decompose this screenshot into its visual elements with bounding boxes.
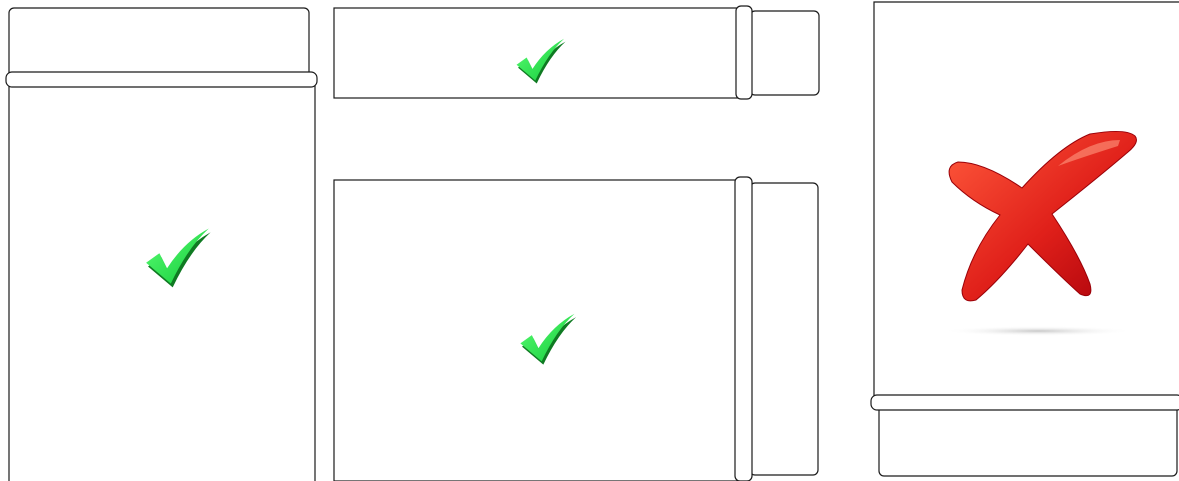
panel-vertical-lid-bottom [871, 2, 1179, 476]
x-shadow [943, 326, 1133, 336]
container-lid [750, 183, 818, 475]
container-lid [9, 8, 309, 78]
panel-horizontal-lid-right-bottom [334, 177, 818, 481]
green-check-icon [146, 229, 211, 288]
container-lid [750, 11, 819, 95]
container-rim [6, 72, 317, 87]
container-body [334, 180, 740, 481]
container-rim [736, 6, 752, 99]
container-rim [871, 395, 1179, 410]
panel-horizontal-lid-right-top [334, 6, 819, 99]
panel-vertical-lid-top [6, 8, 317, 481]
container-rim [735, 177, 752, 481]
container-body [334, 8, 740, 98]
container-lid [879, 404, 1177, 476]
container-body [9, 84, 315, 481]
